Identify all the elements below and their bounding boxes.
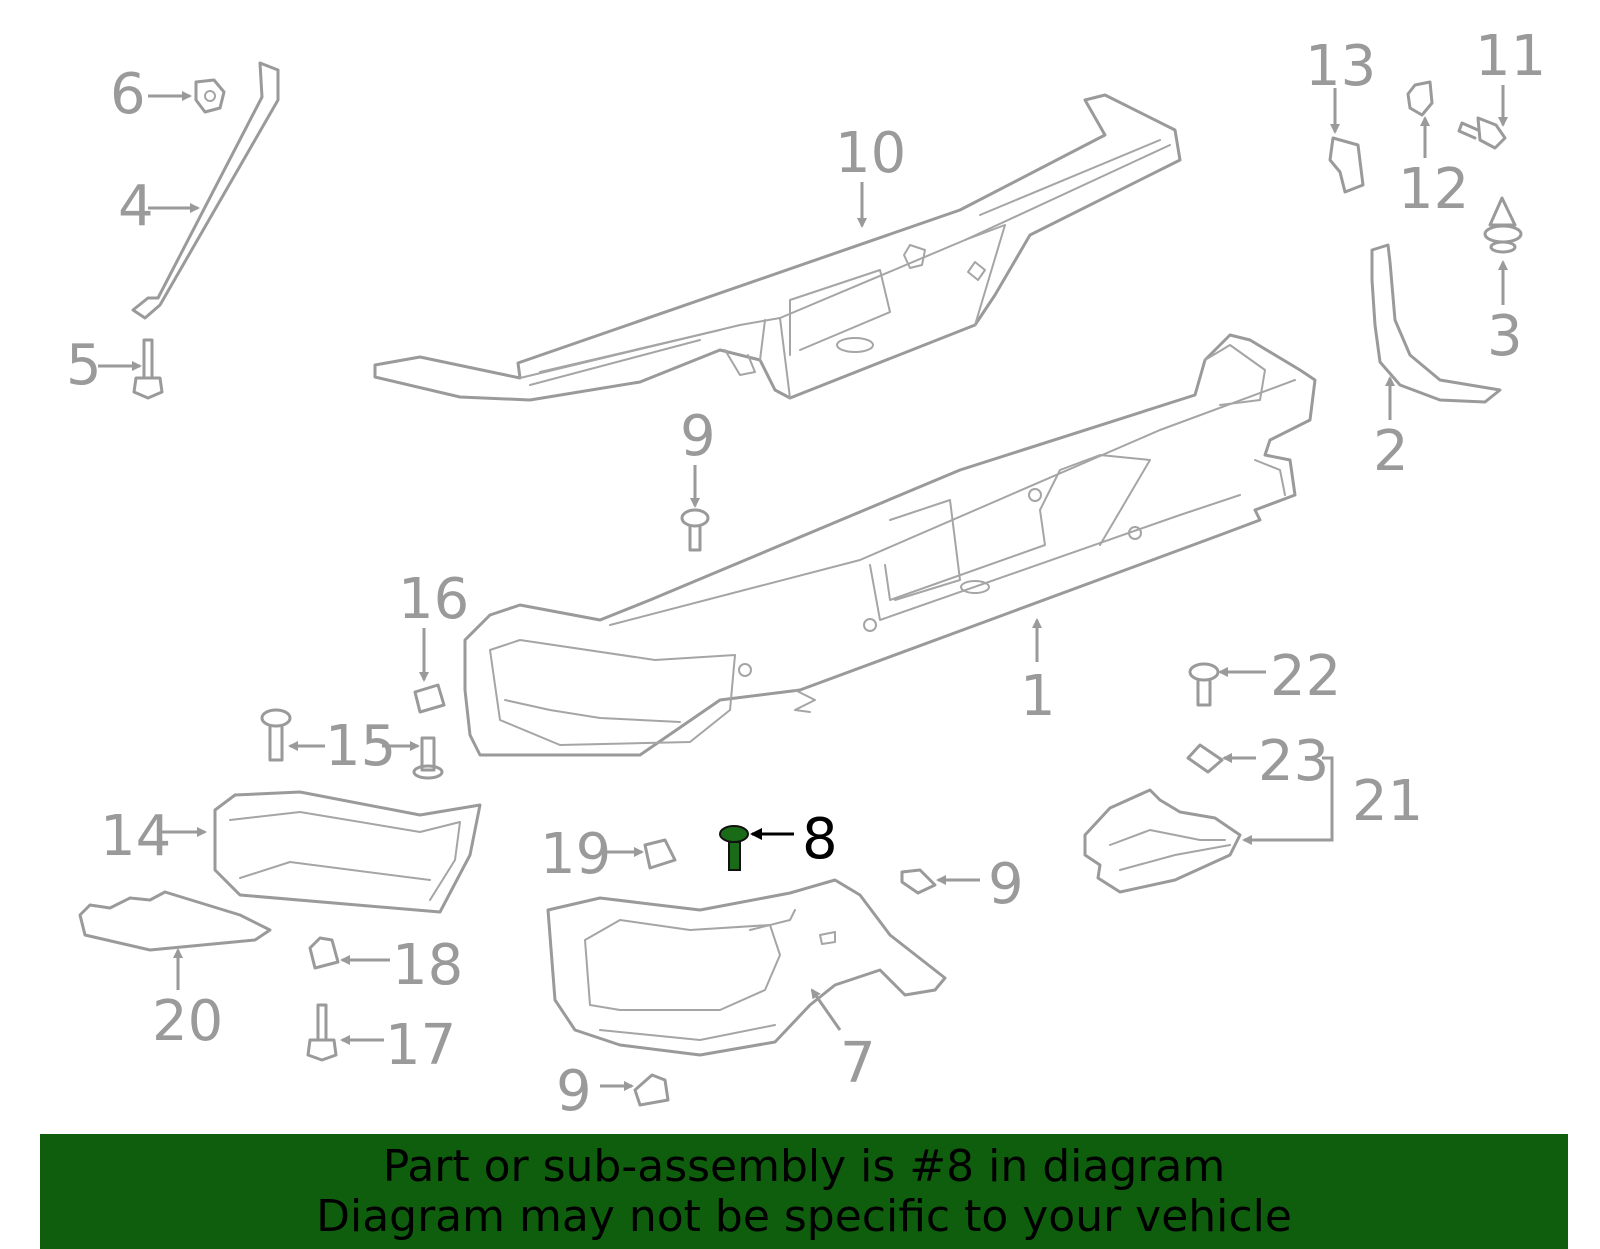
nut-18-part (308, 936, 340, 970)
banner-line-2: Diagram may not be specific to your vehi… (316, 1191, 1292, 1242)
left-brace-part (131, 61, 280, 320)
nut-9-mid-part (900, 868, 937, 895)
callout-2: 2 (1373, 419, 1409, 484)
lamp-housing-14-part (213, 790, 482, 914)
screw-11-part (1457, 116, 1507, 150)
clip-13-part (1328, 136, 1365, 194)
clip-23-part (1186, 743, 1224, 774)
callout-11: 11 (1475, 24, 1546, 89)
callout-9-lower: 9 (556, 1059, 592, 1124)
callout-8-highlighted: 8 (802, 807, 838, 872)
nut-9-lower-part (633, 1073, 670, 1107)
callout-10: 10 (835, 121, 906, 186)
callout-6: 6 (110, 62, 146, 127)
screw-9-upper-part (680, 508, 710, 552)
push-pin-3-part (1483, 196, 1523, 254)
callout-15: 15 (325, 714, 396, 779)
callout-9-upper: 9 (680, 404, 716, 469)
callout-16: 16 (398, 567, 469, 632)
callout-22: 22 (1270, 644, 1341, 709)
callout-14: 14 (100, 804, 171, 869)
nut-19-part (643, 838, 677, 870)
sensor-bracket-21-part (1083, 788, 1242, 894)
bolt-5-part (132, 338, 164, 400)
bolt-15-part (260, 708, 444, 780)
callout-18: 18 (392, 933, 463, 998)
right-bracket-part (1370, 243, 1502, 404)
callout-1: 1 (1020, 664, 1056, 729)
corner-bracket-7-part (546, 878, 947, 1057)
step-pad-part (373, 93, 1182, 402)
bracket-20-part (78, 890, 272, 952)
banner-line-1: Part or sub-assembly is #8 in diagram (382, 1141, 1226, 1192)
bumper-bar-part (463, 333, 1317, 757)
callout-9-mid: 9 (988, 852, 1024, 917)
clip-12-part (1406, 80, 1434, 117)
callout-4: 4 (118, 174, 154, 239)
callout-5: 5 (66, 333, 102, 398)
callout-17: 17 (385, 1013, 456, 1078)
highlighted-bolt-8-part[interactable] (719, 825, 749, 871)
callout-labels: 6 4 5 10 13 12 11 3 2 9 1 16 15 14 20 18… (66, 24, 1546, 1124)
info-banner: Part or sub-assembly is #8 in diagram Di… (40, 1134, 1568, 1249)
bolt-17-part (306, 1003, 338, 1062)
callout-arrows (98, 85, 1508, 1091)
callout-13: 13 (1305, 34, 1376, 99)
callout-19: 19 (540, 822, 611, 887)
callout-20: 20 (152, 989, 223, 1054)
screw-22-part (1188, 662, 1220, 707)
callout-21: 21 (1352, 769, 1423, 834)
nut-6-part (194, 78, 226, 114)
nut-16-part (413, 683, 446, 714)
callout-7: 7 (840, 1031, 876, 1096)
callout-3: 3 (1487, 304, 1523, 369)
callout-23: 23 (1258, 729, 1329, 794)
callout-12: 12 (1398, 157, 1469, 222)
